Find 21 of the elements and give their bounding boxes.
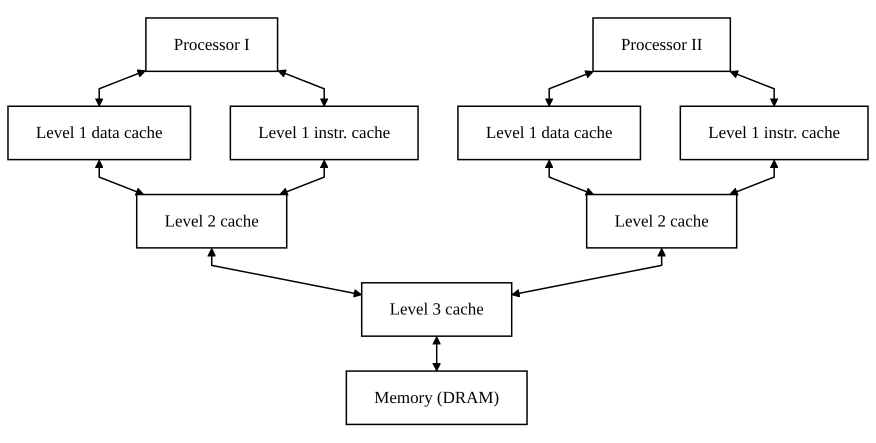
- node-box: Level 1 data cache: [457, 106, 642, 161]
- arrow: [94, 70, 146, 107]
- node-box: Processor II: [592, 18, 732, 72]
- node-box: Level 1 instr. cache: [230, 106, 419, 161]
- node-box: Level 2 cache: [136, 194, 288, 249]
- arrow: [511, 248, 666, 298]
- arrow: [278, 70, 329, 107]
- node-box: Level 2 cache: [586, 194, 738, 249]
- arrow: [207, 248, 362, 298]
- arrow: [544, 70, 594, 107]
- arrow: [432, 336, 442, 372]
- arrow: [279, 160, 329, 196]
- arrow: [544, 160, 594, 196]
- arrow: [94, 160, 144, 196]
- node-box: Memory (DRAM): [346, 370, 528, 426]
- arrow: [729, 160, 779, 196]
- node-box: Level 1 data cache: [7, 106, 192, 161]
- node-box: Processor I: [145, 18, 278, 72]
- node-box: Level 1 instr. cache: [680, 106, 869, 161]
- node-box: Level 3 cache: [360, 282, 512, 338]
- arrow: [730, 70, 779, 107]
